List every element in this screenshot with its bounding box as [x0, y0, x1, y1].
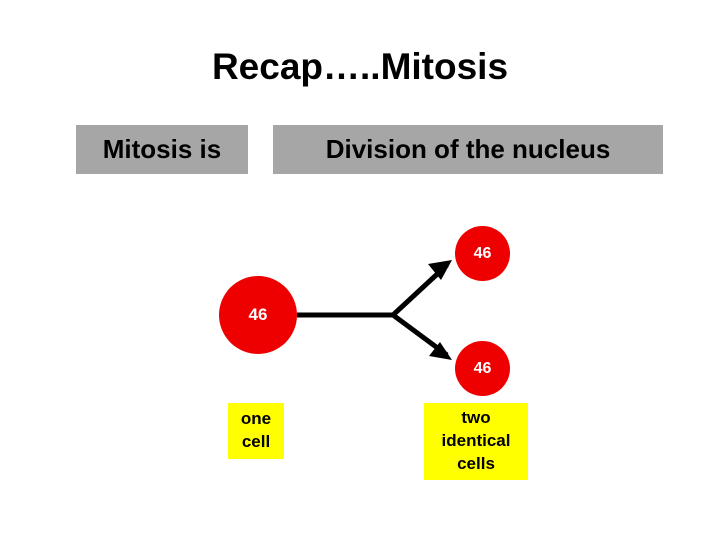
parent-cell-caption-line-2: cell	[241, 432, 271, 451]
daughter-cell-top-chromosome-count: 46	[473, 244, 492, 262]
parent-cell: 46	[219, 276, 297, 354]
parent-cell-caption-line-1: one	[240, 409, 272, 429]
subject-label: Mitosis is	[102, 134, 222, 164]
definition-highlight-box: Division of the nucleus	[273, 125, 663, 174]
subject-highlight-box: Mitosis is	[76, 125, 248, 174]
daughter-cells-caption-line-2: identical	[441, 431, 511, 451]
definition-label: Division of the nucleus	[325, 134, 611, 164]
page-title: Recap…..Mitosis	[211, 46, 509, 87]
daughter-cells-caption-line-3: cells	[457, 453, 495, 473]
parent-cell-caption: one cell	[228, 403, 284, 459]
daughter-cell-top: 46	[455, 226, 510, 281]
daughter-cells-caption: two identical cells	[424, 403, 528, 480]
daughter-cells-caption-line-1: two	[461, 408, 491, 428]
parent-cell-chromosome-count: 46	[248, 305, 268, 324]
daughter-cell-bottom-chromosome-count: 46	[473, 359, 492, 377]
daughter-cell-bottom: 46	[455, 341, 510, 396]
